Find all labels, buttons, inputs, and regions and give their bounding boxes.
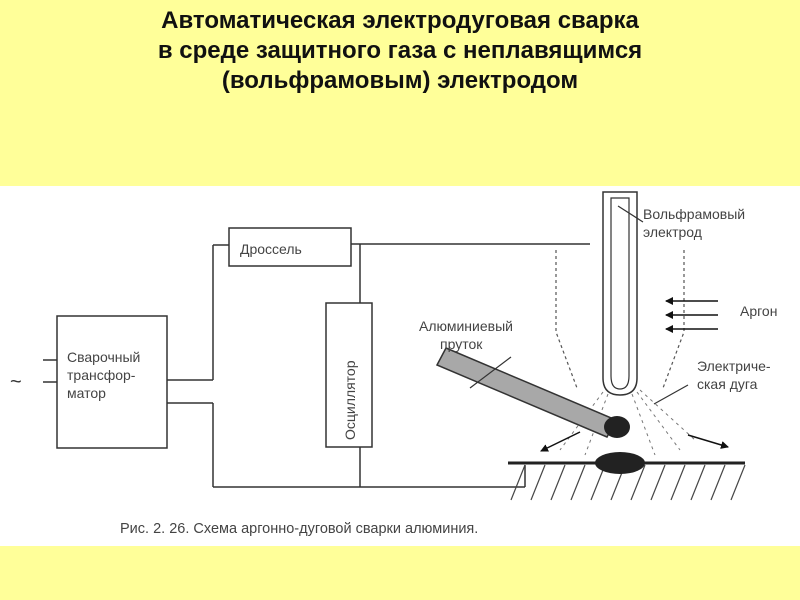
tungsten-electrode (602, 191, 638, 396)
slide-title: Автоматическая электродуговая сварка в с… (0, 6, 800, 96)
aluminium-rod (435, 347, 618, 438)
label-leader-lines (469, 205, 689, 405)
electrode-label-1: Вольфрамовый (643, 206, 745, 222)
ac-tilde-symbol: ~ (10, 371, 22, 393)
molten-droplet (604, 416, 630, 438)
oscillator-label: Осциллятор (342, 360, 358, 440)
gas-spread-arrows (540, 431, 729, 452)
figure-caption: Рис. 2. 26. Схема аргонно-дуговой сварки… (120, 521, 478, 537)
electrode-label-2: электрод (643, 224, 702, 240)
transformer-label-1: Сварочный (67, 349, 140, 365)
oscillator-box (325, 302, 373, 448)
argon-arrows (665, 297, 718, 333)
choke-box (228, 227, 352, 267)
arc-label-2: ская дуга (697, 376, 758, 392)
base-metal-hatching (510, 464, 746, 501)
title-line-2: в среде защитного газа с неплавящимся (157, 37, 643, 64)
argon-label: Аргон (740, 303, 777, 319)
transformer-box (56, 315, 168, 449)
arc-label-1: Электриче- (697, 358, 771, 374)
choke-label: Дроссель (240, 241, 302, 257)
transformer-label-2: трансфор- (67, 367, 136, 383)
title-line-1: Автоматическая электродуговая сварка (161, 7, 639, 34)
title-line-3: (вольфрамовым) электродом (221, 67, 579, 94)
torch-nozzle (555, 250, 685, 389)
rod-label-1: Алюминиевый (419, 318, 513, 334)
welding-scheme-diagram: Сварочный трансфор- матор ~ Дроссель Осц… (10, 191, 777, 537)
rod-label-2: пруток (440, 336, 483, 352)
diagram-panel: Сварочный трансфор- матор ~ Дроссель Осц… (0, 186, 800, 546)
circuit-wires (43, 243, 590, 488)
weld-pool (595, 452, 645, 474)
transformer-label-3: матор (67, 385, 106, 401)
